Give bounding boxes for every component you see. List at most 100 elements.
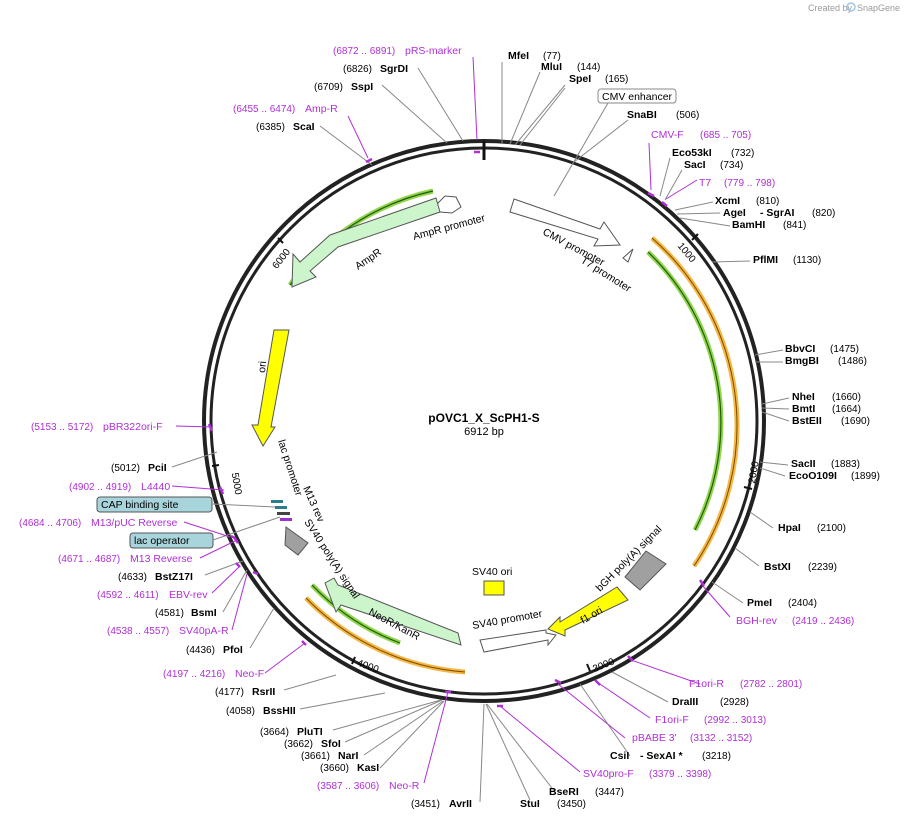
primer-f1ori-r[interactable]: F1ori-R(2782 .. 2801) [689, 678, 802, 690]
primer-bgh-rev[interactable]: BGH-rev(2419 .. 2436) [736, 615, 854, 627]
enzyme-sgrdi[interactable]: (6826)SgrDI [343, 63, 408, 75]
enzyme-bbvci[interactable]: BbvCI(1475) [785, 343, 859, 355]
enzyme-eco53ki[interactable]: Eco53kI(732) [672, 147, 754, 159]
feature-f1-ori[interactable] [547, 586, 629, 637]
feature-neor-kanr[interactable] [324, 577, 462, 646]
primer-t7[interactable]: T7(779 .. 798) [699, 177, 775, 189]
boxed-cmv-enhancer-label: CMV enhancer [602, 91, 673, 103]
enzyme-stui[interactable]: StuI(3450) [520, 798, 586, 810]
primer-neo-f[interactable]: (4197 .. 4216)Neo-F [163, 668, 264, 680]
svg-text:(1486): (1486) [838, 356, 867, 367]
svg-text:- SexAI *: - SexAI * [640, 750, 684, 762]
enzyme-spei[interactable]: SpeI (165) [569, 73, 628, 85]
primer-m13-puc-reverse[interactable]: (4684 .. 4706)M13/pUC Reverse [19, 517, 178, 529]
feature-sv40-promoter[interactable] [479, 629, 557, 653]
enzyme-sspi[interactable]: (6709)SspI [314, 81, 373, 93]
enzyme-pcii[interactable]: (5012)PciI [111, 462, 167, 474]
boxed-cap-binding-site[interactable]: CAP binding site [96, 496, 213, 513]
enzyme-pmei[interactable]: PmeI(2404) [747, 597, 817, 609]
primer-neo-r[interactable]: (3587 .. 3606)Neo-R [317, 780, 420, 792]
enzyme-mfei[interactable]: MfeI(77) [508, 50, 561, 62]
svg-text:(3451): (3451) [411, 799, 440, 810]
feature-sv40-polya-left[interactable] [284, 526, 309, 556]
enzyme-snabi[interactable]: SnaBI(506) [627, 109, 699, 121]
svg-text:(165): (165) [605, 74, 628, 85]
primer-sv40pro-f[interactable]: SV40pro-F(3379 .. 3398) [583, 768, 711, 780]
svg-text:CMV-F: CMV-F [651, 129, 684, 141]
enzyme-sexai[interactable]: - SexAI *(3218) [640, 750, 731, 762]
feature-ampr[interactable] [291, 197, 441, 288]
enzyme-pfoi[interactable]: (4436)PfoI [186, 644, 243, 656]
enzyme-bsshii[interactable]: (4058)BssHII [226, 705, 296, 717]
svg-text:F1ori-F: F1ori-F [655, 714, 689, 726]
enzyme-bsmi[interactable]: (4581)BsmI [155, 607, 217, 619]
enzyme-ecoo109i[interactable]: EcoO109I(1899) [789, 470, 880, 482]
svg-text:(1690): (1690) [841, 416, 870, 427]
primer-amp-r[interactable]: (6455 .. 6474)Amp-R [233, 103, 338, 115]
enzyme-bstz17i[interactable]: (4633)BstZ17I [118, 571, 193, 583]
enzyme-bstxi[interactable]: BstXI(2239) [764, 561, 837, 573]
svg-text:F1ori-R: F1ori-R [689, 678, 724, 690]
enzyme-pluti[interactable]: (3664)PluTI [260, 726, 323, 738]
primer-pbr322ori-f[interactable]: (5153 .. 5172)pBR322ori-F [31, 421, 163, 433]
enzyme-saci[interactable]: SacI(734) [684, 159, 743, 171]
enzyme-hpai[interactable]: HpaI(2100) [778, 522, 846, 534]
svg-text:(77): (77) [543, 51, 561, 62]
primer-pbabe-3[interactable]: pBABE 3'(3132 .. 3152) [632, 732, 752, 744]
svg-text:AgeI: AgeI [723, 207, 746, 219]
enzyme-nari[interactable]: (3661)NarI [301, 750, 359, 762]
svg-text:KasI: KasI [357, 762, 379, 774]
tick-label-2000: 2000 [747, 460, 762, 484]
label-sv40-promoter: SV40 promoter [471, 608, 543, 632]
svg-text:SpeI: SpeI [569, 73, 591, 85]
enzyme-kasi[interactable]: (3660)KasI [320, 762, 379, 774]
enzyme-avrii[interactable]: (3451)AvrII [411, 798, 472, 810]
primer-l4440[interactable]: (4902 .. 4919)L4440 [69, 481, 170, 493]
enzyme-xcmi[interactable]: XcmI(810) [715, 195, 779, 207]
enzyme-nhei[interactable]: NheI(1660) [792, 391, 861, 403]
boxed-cmv-enhancer[interactable]: CMV enhancer [597, 88, 677, 104]
feature-lac-promoter-mark[interactable] [271, 500, 283, 503]
enzyme-bamhi[interactable]: BamHI(841) [732, 219, 806, 231]
primer-prs-marker[interactable]: (6872 .. 6891)pRS-marker [333, 45, 462, 57]
enzyme-sfoi[interactable]: (3662)SfoI [284, 738, 341, 750]
enzyme-agei[interactable]: AgeI [723, 207, 746, 219]
enzyme-bseri[interactable]: BseRI(3447) [549, 786, 624, 798]
svg-text:(3662): (3662) [284, 739, 313, 750]
feature-cap-mark[interactable] [275, 506, 287, 509]
primer-cmv-f[interactable]: CMV-F (685 .. 705) [651, 129, 751, 141]
orf-arc-neo-orange-core [305, 597, 466, 673]
feature-bgh-polya[interactable] [624, 550, 667, 591]
enzyme-bsteii[interactable]: BstEII(1690) [792, 415, 870, 427]
enzyme-csii[interactable]: CsiI [610, 750, 629, 762]
enzyme-draiii[interactable]: DraIII(2928) [672, 696, 749, 708]
enzyme-sacii[interactable]: SacII(1883) [791, 458, 860, 470]
svg-text:(685 .. 705): (685 .. 705) [700, 130, 751, 141]
feature-m13-primer-mark[interactable] [280, 518, 292, 521]
svg-text:(2419 .. 2436): (2419 .. 2436) [792, 616, 854, 627]
enzyme-sgrai[interactable]: - SgrAI (820) [760, 207, 835, 219]
enzyme-bmgbi[interactable]: BmgBI(1486) [785, 355, 867, 367]
primer-sv40pa-r[interactable]: (4538 .. 4557)SV40pA-R [107, 625, 229, 637]
enzyme-mlui[interactable]: MluI(144) [541, 61, 600, 73]
feature-sv40-ori[interactable] [483, 580, 505, 596]
primer-m13-reverse[interactable]: (4671 .. 4687)M13 Reverse [58, 553, 193, 565]
boxed-lac-operator[interactable]: lac operator [129, 532, 214, 549]
credit-brand: SnapGene [857, 3, 900, 13]
enzyme-rsrii[interactable]: (4177)RsrII [215, 686, 275, 698]
enzyme-scai[interactable]: (6385)ScaI [256, 121, 315, 133]
svg-text:(820): (820) [812, 208, 835, 219]
enzyme-pflmi[interactable]: PflMI(1130) [753, 254, 821, 266]
primer-f1ori-f[interactable]: F1ori-F(2992 .. 3013) [655, 714, 766, 726]
svg-text:XcmI: XcmI [715, 195, 740, 207]
feature-cmv-promoter[interactable] [509, 198, 621, 247]
feature-t7-promoter[interactable] [622, 248, 634, 263]
enzyme-bmti[interactable]: BmtI(1664) [792, 403, 861, 415]
primer-ebv-rev[interactable]: (4592 .. 4611)EBV-rev [97, 589, 208, 601]
svg-text:SacI: SacI [684, 159, 706, 171]
svg-text:- SgrAI: - SgrAI [760, 207, 795, 219]
feature-m13-mark[interactable] [277, 512, 290, 515]
svg-text:(1899): (1899) [851, 471, 880, 482]
primer-leaders [171, 56, 731, 784]
feature-ori[interactable] [251, 329, 290, 448]
